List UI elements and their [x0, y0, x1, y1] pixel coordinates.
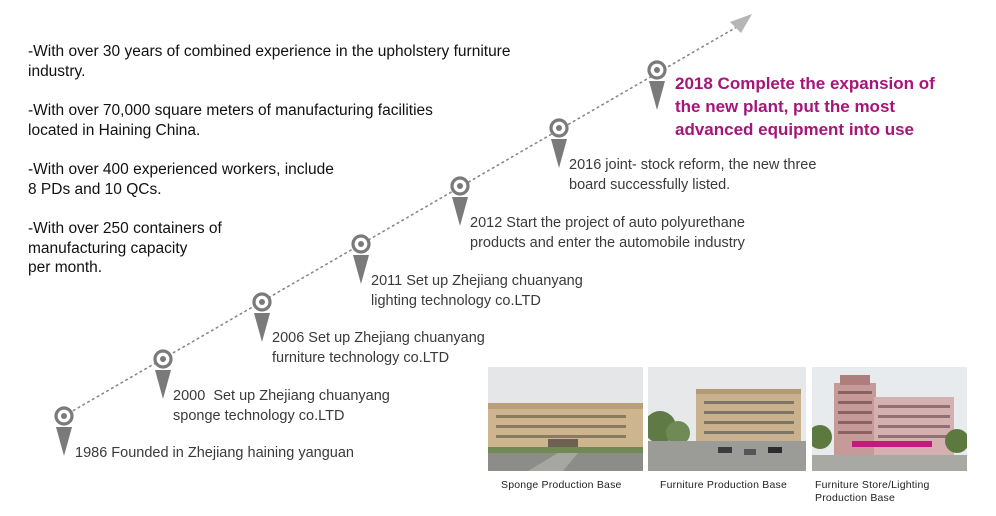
- photo-caption: Furniture Production Base: [660, 479, 787, 492]
- intro-paragraph: -With over 400 experienced workers, incl…: [28, 160, 568, 199]
- timeline-highlight-line: the new plant, put the most: [675, 95, 935, 118]
- photo-caption-line: Sponge Production Base: [501, 479, 622, 492]
- timeline-event-line: 2011 Set up Zhejiang chuanyang: [371, 272, 583, 292]
- timeline-arrowhead-icon: [730, 14, 752, 33]
- photo-caption: Sponge Production Base: [501, 479, 622, 492]
- timeline-event-line: 2006 Set up Zhejiang chuanyang: [272, 329, 485, 349]
- timeline-event-line: board successfully listed.: [569, 176, 816, 196]
- timeline-marker-icon: [155, 351, 171, 399]
- timeline-event-line: furniture technology co.LTD: [272, 349, 485, 369]
- intro-paragraph: -With over 70,000 square meters of manuf…: [28, 101, 568, 140]
- timeline-event-2011: 2011 Set up Zhejiang chuanyang lighting …: [371, 272, 583, 311]
- intro-line: -With over 400 experienced workers, incl…: [28, 160, 568, 180]
- timeline-event-line: lighting technology co.LTD: [371, 292, 583, 312]
- timeline-event-2016: 2016 joint- stock reform, the new three …: [569, 156, 816, 195]
- photo-caption-line: Furniture Store/Lighting: [815, 479, 930, 492]
- store-building-photo: [812, 367, 967, 471]
- intro-paragraph: -With over 30 years of combined experien…: [28, 42, 568, 81]
- photo-caption-line: Furniture Production Base: [660, 479, 787, 492]
- intro-line: -With over 70,000 square meters of manuf…: [28, 101, 568, 121]
- intro-line: -With over 30 years of combined experien…: [28, 42, 568, 62]
- timeline-event-line: products and enter the automobile indust…: [470, 234, 745, 254]
- furniture-factory-photo: [648, 367, 806, 471]
- timeline-event-2018-highlight: 2018 Complete the expansion of the new p…: [675, 72, 935, 141]
- timeline-marker-icon: [254, 294, 270, 342]
- timeline-event-2012: 2012 Start the project of auto polyureth…: [470, 214, 745, 253]
- photo-caption-line: Production Base: [815, 492, 930, 505]
- timeline-event-1986: 1986 Founded in Zhejiang haining yanguan: [75, 444, 354, 464]
- timeline-event-line: 2012 Start the project of auto polyureth…: [470, 214, 745, 234]
- timeline-event-line: 2016 joint- stock reform, the new three: [569, 156, 816, 176]
- photo-caption: Furniture Store/Lighting Production Base: [815, 479, 930, 505]
- timeline-event-line: 2000 Set up Zhejiang chuanyang: [173, 387, 390, 407]
- timeline-event-2000: 2000 Set up Zhejiang chuanyang sponge te…: [173, 387, 390, 426]
- timeline-marker-icon: [649, 62, 665, 110]
- timeline-marker-icon: [56, 408, 72, 456]
- intro-line: located in Haining China.: [28, 121, 568, 141]
- intro-line: industry.: [28, 62, 568, 82]
- timeline-event-line: sponge technology co.LTD: [173, 407, 390, 427]
- timeline-event-line: 1986 Founded in Zhejiang haining yanguan: [75, 444, 354, 464]
- timeline-event-2006: 2006 Set up Zhejiang chuanyang furniture…: [272, 329, 485, 368]
- timeline-highlight-line: 2018 Complete the expansion of: [675, 72, 935, 95]
- intro-line: 8 PDs and 10 QCs.: [28, 180, 568, 200]
- sponge-factory-photo: [488, 367, 643, 471]
- timeline-highlight-line: advanced equipment into use: [675, 118, 935, 141]
